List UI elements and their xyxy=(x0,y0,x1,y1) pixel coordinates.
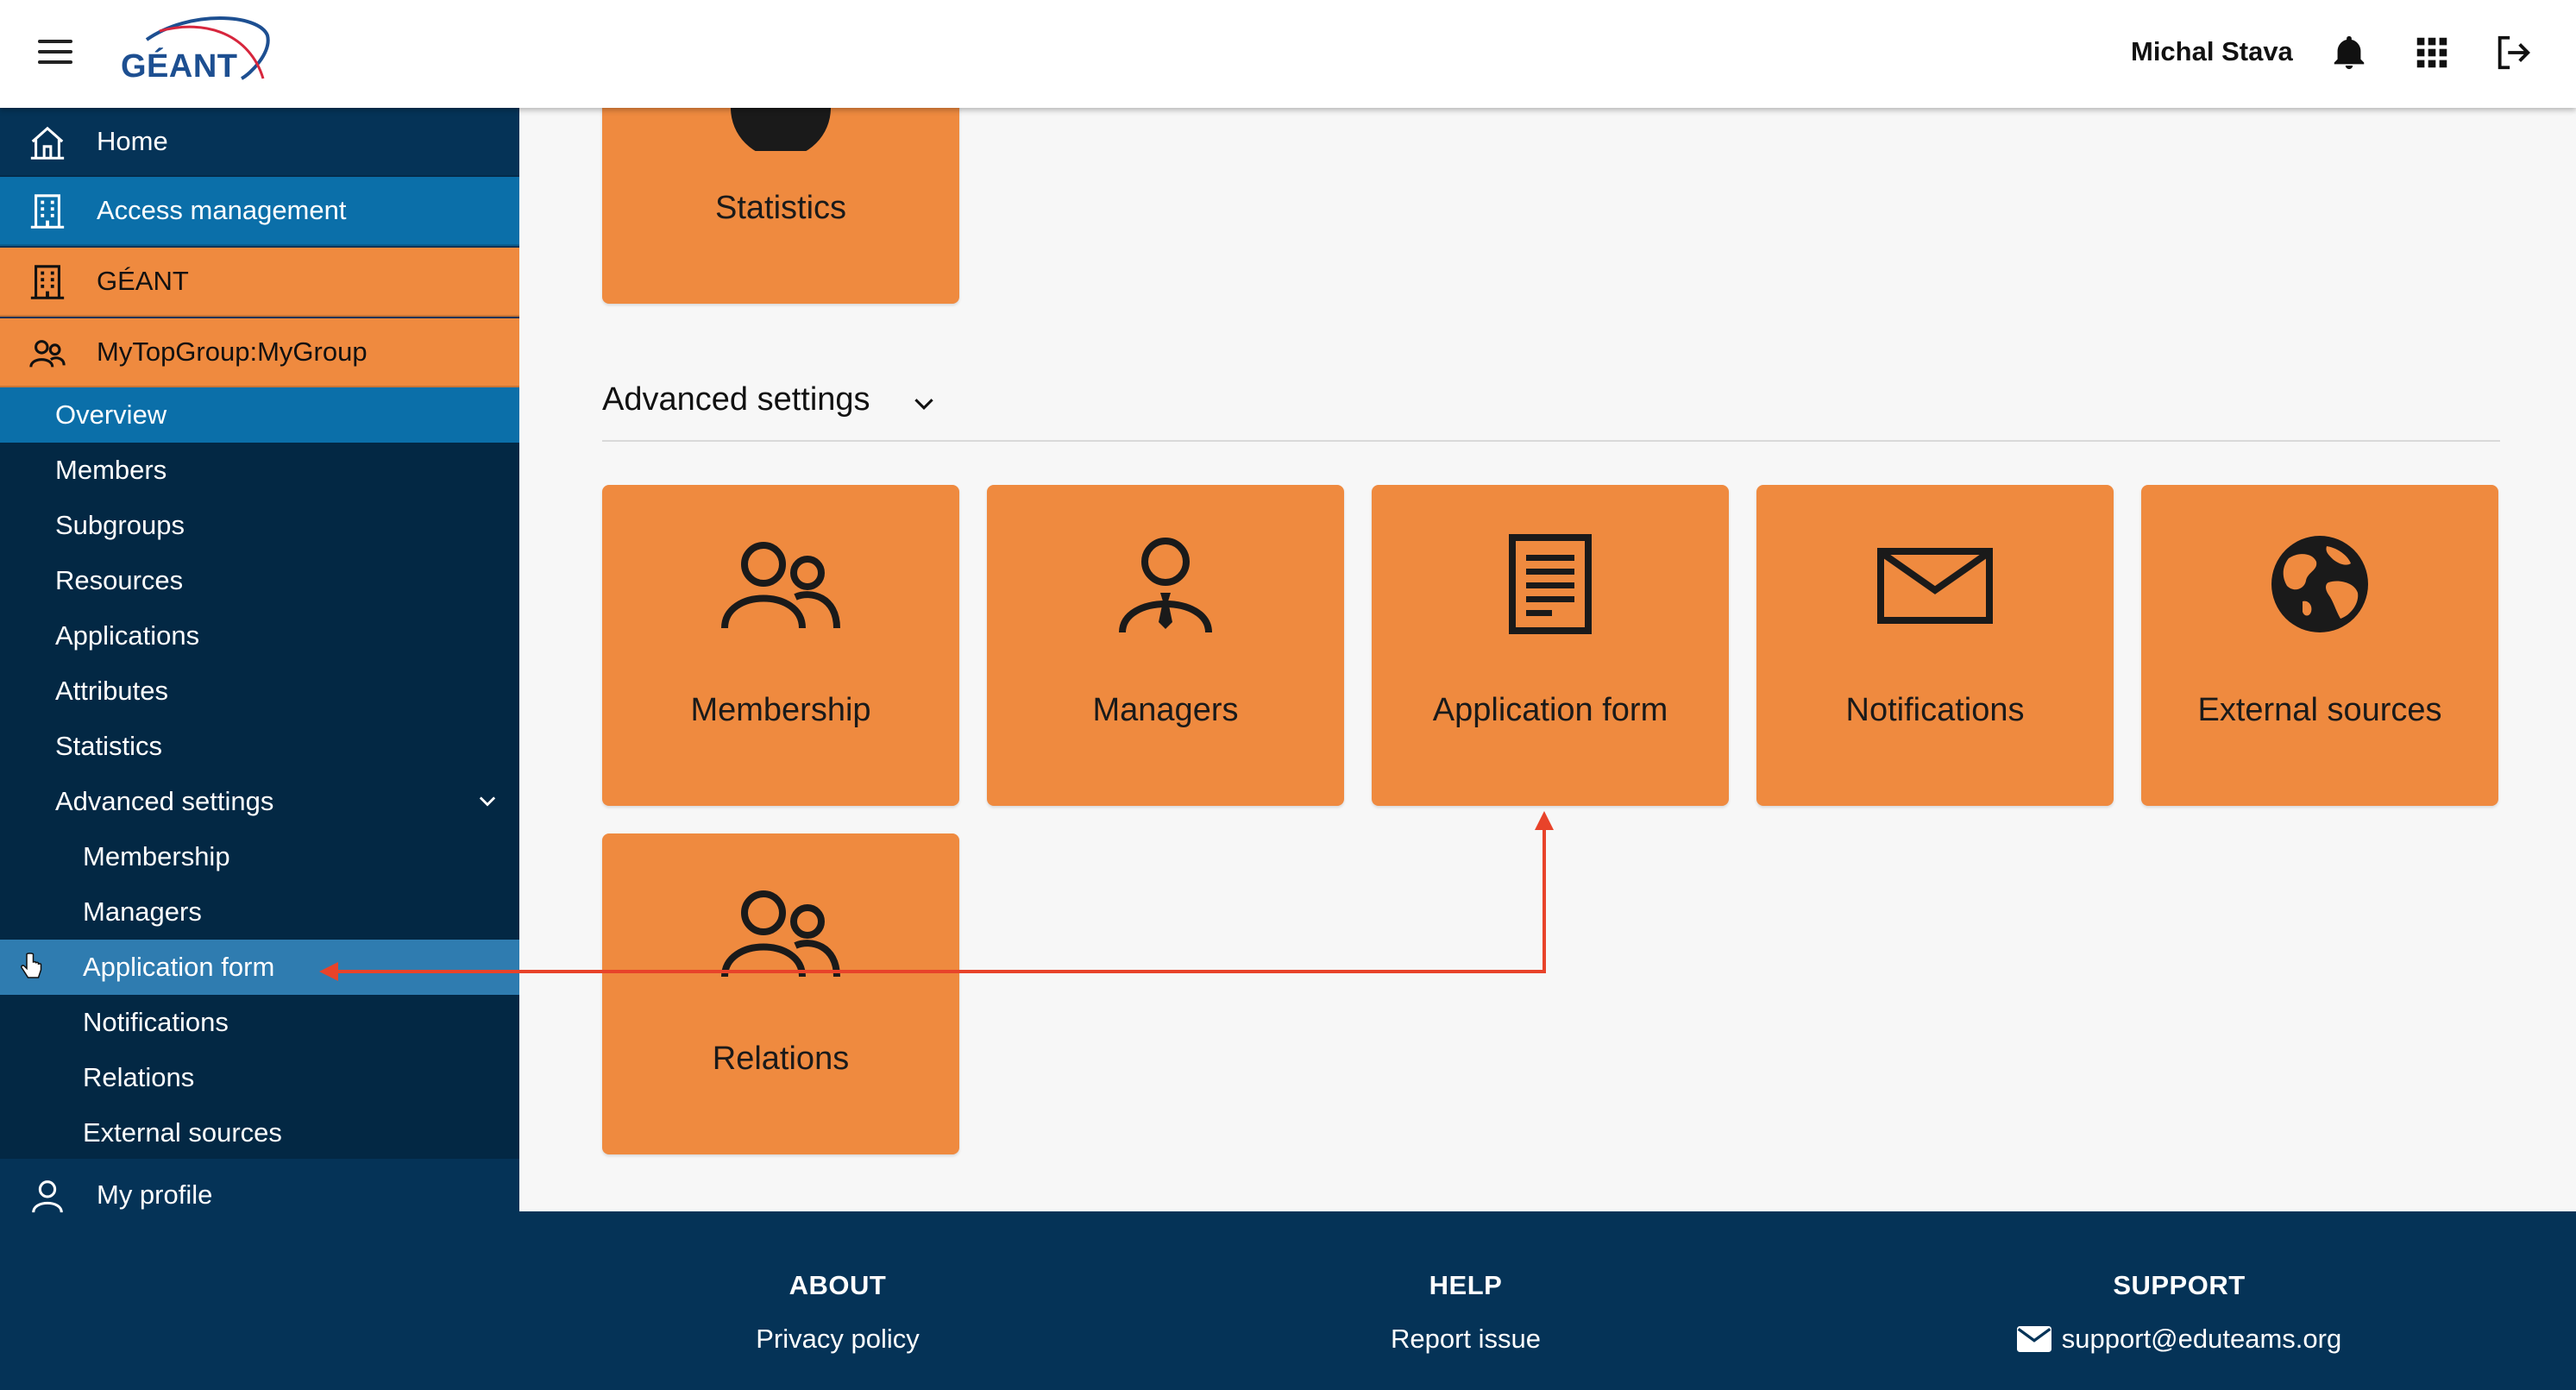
sidebar-item-subgroups[interactable]: Subgroups xyxy=(0,498,519,553)
chevron-down-icon[interactable] xyxy=(474,789,500,814)
privacy-policy-link[interactable]: Privacy policy xyxy=(756,1324,920,1354)
tile-external-sources[interactable]: External sources xyxy=(2141,485,2498,806)
logo-text: GÉANT xyxy=(121,48,238,85)
sidebar: Home Access management GÉANT MyTopGroup:… xyxy=(0,108,519,1390)
logout-icon[interactable] xyxy=(2493,33,2533,72)
sidebar-item-label: Overview xyxy=(55,399,167,430)
top-header: GÉANT Michal Stava xyxy=(0,0,2576,108)
statistics-icon xyxy=(731,108,831,151)
tile-notifications[interactable]: Notifications xyxy=(1756,485,2114,806)
sidebar-item-notifications[interactable]: Notifications xyxy=(0,995,519,1050)
group-icon xyxy=(721,890,840,978)
footer: ABOUT Privacy policy HELP Report issue S… xyxy=(519,1211,2576,1390)
footer-help: HELP Report issue xyxy=(1250,1270,1681,1355)
sidebar-item-statistics[interactable]: Statistics xyxy=(0,719,519,774)
sidebar-item-label: Notifications xyxy=(83,1007,229,1037)
logo-swoosh-icon xyxy=(145,16,270,80)
footer-support: SUPPORT support@eduteams.org xyxy=(1963,1270,2395,1356)
sidebar-item-label: Subgroups xyxy=(55,510,185,540)
home-icon xyxy=(30,126,65,160)
section-divider xyxy=(602,440,2500,442)
sidebar-item-relations[interactable]: Relations xyxy=(0,1050,519,1105)
menu-icon[interactable] xyxy=(38,40,72,66)
group-icon xyxy=(29,340,66,368)
sidebar-item-label: My profile xyxy=(97,1179,213,1210)
sidebar-item-label: Members xyxy=(55,455,167,485)
sidebar-item-home[interactable]: Home xyxy=(0,108,519,177)
sidebar-item-group[interactable]: MyTopGroup:MyGroup xyxy=(0,318,519,387)
sidebar-item-label: Home xyxy=(97,126,168,156)
tile-label: Application form xyxy=(1432,692,1668,728)
sidebar-item-geant[interactable]: GÉANT xyxy=(0,248,519,317)
support-email-text: support@eduteams.org xyxy=(2061,1324,2342,1354)
tile-label: Managers xyxy=(1092,692,1239,728)
advanced-settings-heading[interactable]: Advanced settings xyxy=(602,381,870,418)
sidebar-item-resources[interactable]: Resources xyxy=(0,553,519,608)
sidebar-item-attributes[interactable]: Attributes xyxy=(0,664,519,719)
sidebar-item-label: Advanced settings xyxy=(55,786,274,816)
user-name[interactable]: Michal Stava xyxy=(2131,36,2293,66)
sidebar-item-access-management[interactable]: Access management xyxy=(0,177,519,246)
apps-grid-icon[interactable] xyxy=(2412,33,2452,72)
tile-statistics[interactable]: Statistics xyxy=(602,86,959,304)
group-icon xyxy=(721,542,840,629)
tile-label: External sources xyxy=(2197,692,2442,728)
sidebar-item-label: Resources xyxy=(55,565,184,595)
sidebar-item-external-sources[interactable]: External sources xyxy=(0,1105,519,1160)
tile-label: Notifications xyxy=(1845,692,2025,728)
pointer-cursor-icon xyxy=(21,953,42,978)
document-icon xyxy=(1509,534,1592,634)
envelope-icon xyxy=(2016,1326,2051,1352)
sidebar-item-my-profile[interactable]: My profile xyxy=(0,1160,519,1230)
sidebar-item-label: Membership xyxy=(83,841,230,871)
tile-label: Membership xyxy=(690,692,871,728)
tile-label: Statistics xyxy=(714,190,847,226)
geant-logo[interactable]: GÉANT xyxy=(112,14,285,91)
sidebar-item-label: Access management xyxy=(97,195,347,225)
tile-membership[interactable]: Membership xyxy=(602,485,959,806)
sidebar-item-advanced-settings[interactable]: Advanced settings xyxy=(0,774,519,829)
sidebar-item-label: GÉANT xyxy=(97,266,189,296)
footer-about: ABOUT Privacy policy xyxy=(622,1270,1053,1355)
person-icon xyxy=(32,1180,63,1213)
sidebar-item-managers[interactable]: Managers xyxy=(0,884,519,940)
sidebar-item-label: MyTopGroup:MyGroup xyxy=(97,336,368,367)
sidebar-item-label: Relations xyxy=(83,1062,195,1092)
sidebar-item-label: External sources xyxy=(83,1117,282,1148)
sidebar-item-label: Attributes xyxy=(55,676,168,706)
sidebar-item-label: Application form xyxy=(83,952,275,982)
support-email-link[interactable]: support@eduteams.org xyxy=(2016,1324,2342,1355)
manager-icon xyxy=(1119,538,1212,633)
sidebar-item-membership[interactable]: Membership xyxy=(0,829,519,884)
footer-heading: HELP xyxy=(1429,1270,1503,1300)
sidebar-item-label: Applications xyxy=(55,620,200,651)
sidebar-item-members[interactable]: Members xyxy=(0,443,519,498)
bell-icon[interactable] xyxy=(2329,33,2369,72)
tile-relations[interactable]: Relations xyxy=(602,833,959,1154)
report-issue-link[interactable]: Report issue xyxy=(1390,1324,1542,1354)
footer-heading: ABOUT xyxy=(789,1270,887,1300)
sidebar-item-label: Managers xyxy=(83,896,202,927)
envelope-icon xyxy=(1877,548,1993,624)
tile-managers[interactable]: Managers xyxy=(987,485,1344,806)
tile-application-form[interactable]: Application form xyxy=(1372,485,1729,806)
globe-icon xyxy=(2271,536,2368,632)
footer-heading: SUPPORT xyxy=(2113,1270,2246,1300)
sidebar-item-label: Statistics xyxy=(55,731,163,761)
tile-label: Relations xyxy=(712,1041,850,1077)
group-subnav: Overview Members Subgroups Resources App… xyxy=(0,387,519,1159)
sidebar-item-application-form[interactable]: Application form xyxy=(0,940,519,995)
sidebar-item-applications[interactable]: Applications xyxy=(0,608,519,664)
sidebar-item-overview[interactable]: Overview xyxy=(0,387,519,443)
building-icon xyxy=(30,194,65,229)
building-icon xyxy=(30,265,65,299)
chevron-down-icon[interactable] xyxy=(911,393,937,414)
